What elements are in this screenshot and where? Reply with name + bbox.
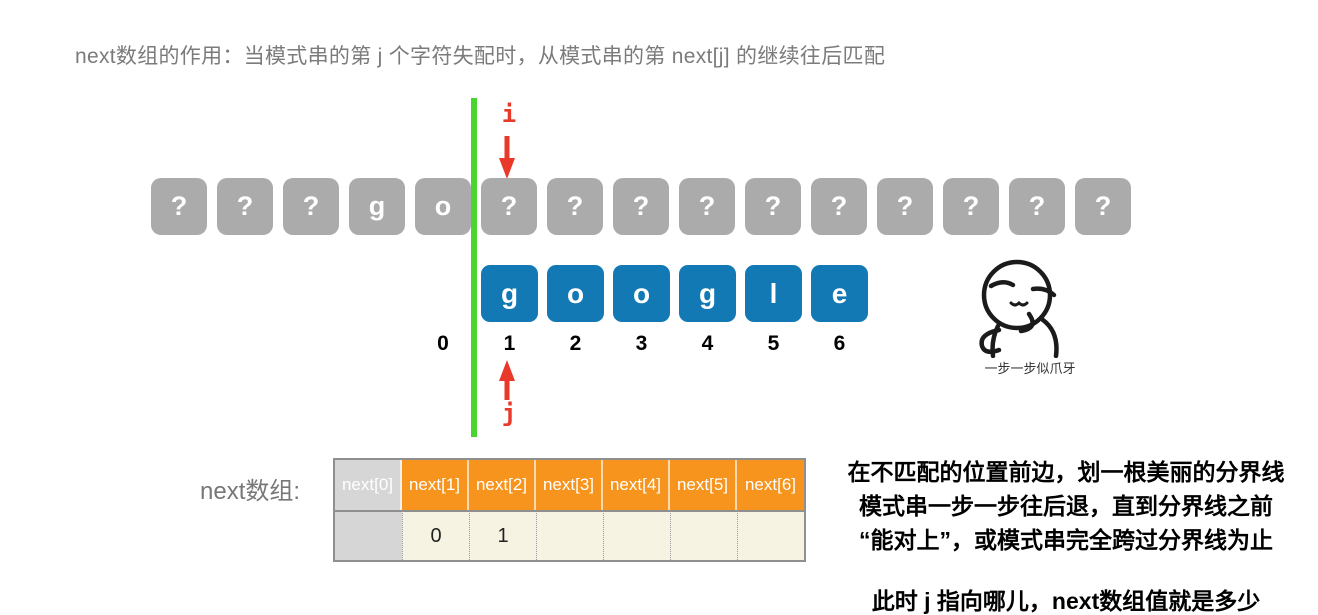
pointer-j-label: j bbox=[501, 399, 517, 427]
pattern-cell: l bbox=[745, 265, 802, 322]
index-label: 6 bbox=[833, 332, 846, 355]
note-line: 模式串一步一步往后退，直到分界线之前 bbox=[859, 493, 1273, 519]
pattern-string-row: g o o g l e bbox=[481, 265, 868, 322]
text-cell: ? bbox=[217, 178, 273, 235]
explanation-note: 在不匹配的位置前边，划一根美丽的分界线 模式串一步一步往后退，直到分界线之前 “… bbox=[816, 455, 1316, 557]
note-line: “能对上”，或模式串完全跨过分界线为止 bbox=[859, 527, 1273, 553]
pointer-i-label: i bbox=[501, 100, 517, 128]
text-cell: ? bbox=[877, 178, 933, 235]
text-cell: ? bbox=[547, 178, 603, 235]
text-cell: ? bbox=[943, 178, 999, 235]
pattern-cell: o bbox=[613, 265, 670, 322]
meme-caption: 一步一步似爪牙 bbox=[984, 361, 1076, 376]
pattern-cell: g bbox=[481, 265, 538, 322]
next-array-label: next数组: bbox=[200, 478, 301, 505]
pattern-cell: g bbox=[679, 265, 736, 322]
index-label: 3 bbox=[635, 332, 648, 355]
text-cell: ? bbox=[745, 178, 801, 235]
table-value-cell bbox=[737, 510, 804, 560]
next-array-table: next[0] next[1] next[2] next[3] next[4] … bbox=[333, 458, 806, 562]
table-value-cell: 1 bbox=[469, 510, 536, 560]
text-cell: ? bbox=[1009, 178, 1065, 235]
table-value-cell bbox=[603, 510, 670, 560]
text-cell: ? bbox=[679, 178, 735, 235]
arrow-up-icon bbox=[499, 360, 515, 400]
text-string-row: ? ? ? g o ? ? ? ? ? ? ? ? ? ? bbox=[151, 178, 1131, 235]
table-value-cell bbox=[335, 510, 402, 560]
text-cell: ? bbox=[613, 178, 669, 235]
pattern-cell: o bbox=[547, 265, 604, 322]
table-value-cell bbox=[670, 510, 737, 560]
table-header-cell: next[5] bbox=[670, 460, 737, 510]
text-cell: ? bbox=[1075, 178, 1131, 235]
text-cell: g bbox=[349, 178, 405, 235]
index-label: 4 bbox=[701, 332, 714, 355]
table-header-cell: next[0] bbox=[335, 460, 402, 510]
table-header-cell: next[1] bbox=[402, 460, 469, 510]
text-cell: ? bbox=[811, 178, 867, 235]
index-label: 1 bbox=[503, 332, 516, 355]
conclusion-note: 此时 j 指向哪儿，next数组值就是多少 bbox=[871, 588, 1261, 614]
text-cell: o bbox=[415, 178, 471, 235]
pattern-cell: e bbox=[811, 265, 868, 322]
text-cell: ? bbox=[481, 178, 537, 235]
table-header-cell: next[2] bbox=[469, 460, 536, 510]
index-row: 1 2 3 4 5 6 bbox=[481, 332, 868, 356]
table-header-cell: next[3] bbox=[536, 460, 603, 510]
table-value-cell: 0 bbox=[402, 510, 469, 560]
text-cell: ? bbox=[283, 178, 339, 235]
note-line: 在不匹配的位置前边，划一根美丽的分界线 bbox=[847, 459, 1285, 485]
arrow-down-icon bbox=[499, 136, 515, 179]
table-header-cell: next[6] bbox=[737, 460, 804, 510]
page-title: next数组的作用：当模式串的第 j 个字符失配时，从模式串的第 next[j]… bbox=[75, 45, 886, 68]
index-label: 5 bbox=[767, 332, 780, 355]
text-cell: ? bbox=[151, 178, 207, 235]
index-zero-label: 0 bbox=[437, 332, 449, 355]
boundary-divider-line bbox=[471, 98, 477, 437]
table-header-cell: next[4] bbox=[603, 460, 670, 510]
meme-figure bbox=[979, 259, 1059, 358]
index-label: 2 bbox=[569, 332, 582, 355]
table-value-cell bbox=[536, 510, 603, 560]
